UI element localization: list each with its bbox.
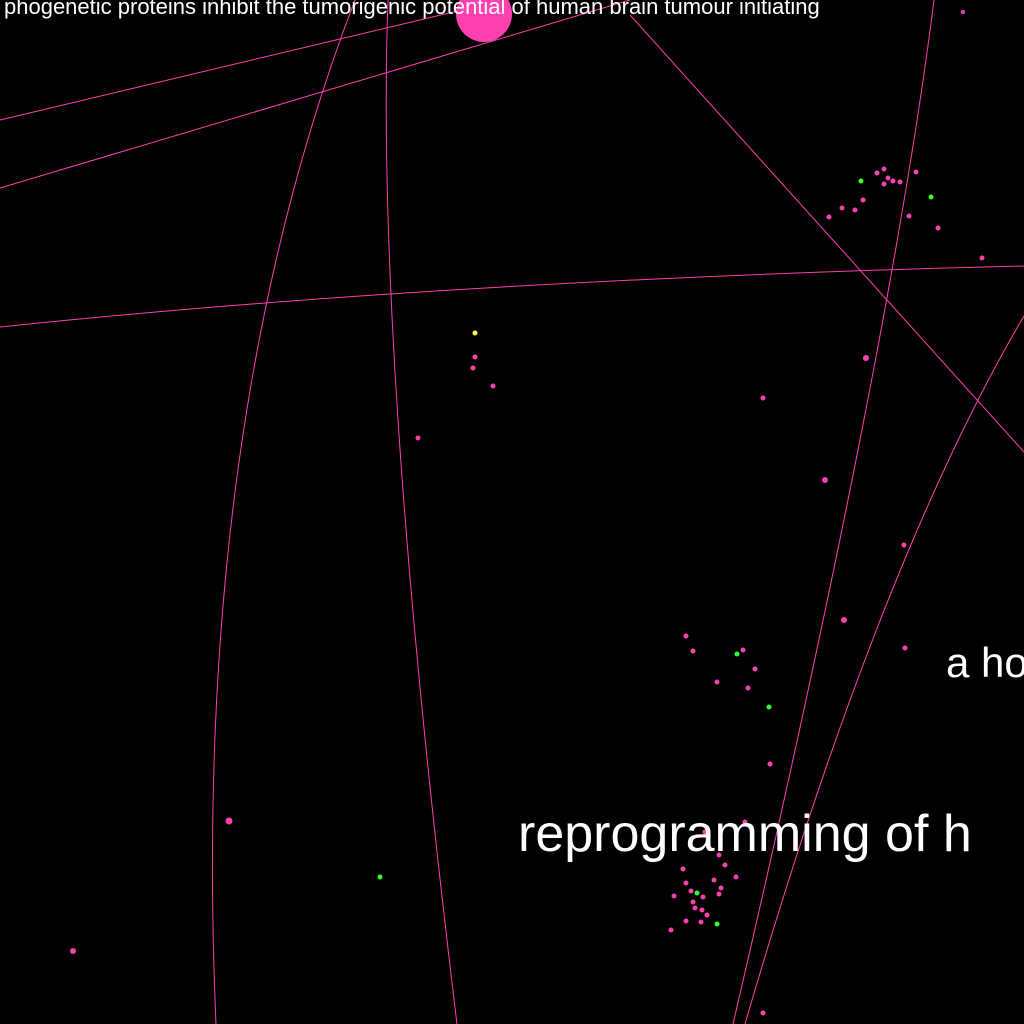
node-point-20[interactable]: [470, 365, 476, 371]
node-point-54[interactable]: [699, 907, 705, 913]
node-point-2[interactable]: [858, 178, 864, 184]
node-layer: [70, 0, 985, 1016]
node-point-26[interactable]: [901, 542, 907, 548]
node-point-9[interactable]: [913, 169, 919, 175]
node-point-44[interactable]: [711, 877, 717, 883]
edge-line-1: [0, 0, 631, 189]
node-point-1[interactable]: [961, 10, 965, 14]
node-point-60[interactable]: [225, 817, 233, 825]
node-label-top: phogenetic proteins inhibit the tumorige…: [4, 0, 820, 19]
node-point-31[interactable]: [734, 651, 740, 657]
node-point-40[interactable]: [716, 852, 722, 858]
node-point-25[interactable]: [822, 477, 828, 483]
node-label-large: reprogramming of h: [518, 805, 972, 863]
node-point-58[interactable]: [714, 921, 720, 927]
node-point-33[interactable]: [752, 666, 758, 672]
node-point-8[interactable]: [881, 181, 887, 187]
node-label-middle: a ho: [946, 639, 1024, 686]
node-point-35[interactable]: [745, 685, 751, 691]
edge-line-4: [212, 0, 356, 1024]
node-point-16[interactable]: [935, 225, 941, 231]
node-point-22[interactable]: [863, 355, 869, 361]
node-point-56[interactable]: [683, 918, 689, 924]
node-point-46[interactable]: [718, 885, 724, 891]
node-point-59[interactable]: [668, 927, 674, 933]
node-point-4[interactable]: [881, 166, 887, 172]
node-point-19[interactable]: [472, 354, 478, 360]
node-point-6[interactable]: [890, 178, 896, 184]
node-point-14[interactable]: [826, 214, 832, 220]
node-point-10[interactable]: [928, 194, 934, 200]
edge-line-3: [385, 0, 458, 1024]
node-point-38[interactable]: [742, 819, 748, 825]
node-point-29[interactable]: [690, 648, 696, 654]
node-point-62[interactable]: [70, 948, 76, 954]
node-point-34[interactable]: [714, 679, 720, 685]
edge-line-5: [629, 14, 1024, 453]
node-point-30[interactable]: [740, 647, 746, 653]
node-point-47[interactable]: [688, 888, 694, 894]
node-point-0[interactable]: [456, 0, 512, 42]
edge-line-0: [0, 7, 471, 121]
node-point-43[interactable]: [733, 874, 739, 880]
node-point-49[interactable]: [716, 891, 722, 897]
node-point-61[interactable]: [377, 874, 383, 880]
node-point-52[interactable]: [690, 899, 696, 905]
node-point-51[interactable]: [700, 894, 706, 900]
edge-line-6: [732, 0, 935, 1024]
node-point-28[interactable]: [683, 633, 689, 639]
edge-line-2: [0, 265, 1024, 328]
node-point-63[interactable]: [760, 1010, 766, 1016]
node-point-45[interactable]: [683, 880, 689, 886]
node-point-32[interactable]: [902, 645, 908, 651]
node-point-23[interactable]: [760, 395, 766, 401]
node-point-24[interactable]: [415, 435, 421, 441]
node-point-57[interactable]: [698, 919, 704, 925]
edge-line-7: [744, 315, 1024, 1024]
node-point-5[interactable]: [885, 175, 891, 181]
node-point-50[interactable]: [671, 893, 677, 899]
node-point-7[interactable]: [897, 179, 903, 185]
node-point-21[interactable]: [490, 383, 496, 389]
node-point-55[interactable]: [704, 912, 710, 918]
node-point-53[interactable]: [692, 905, 698, 911]
node-point-41[interactable]: [722, 862, 728, 868]
node-point-37[interactable]: [767, 761, 773, 767]
node-point-42[interactable]: [680, 866, 686, 872]
node-point-17[interactable]: [979, 255, 985, 261]
node-point-12[interactable]: [839, 205, 845, 211]
node-point-3[interactable]: [874, 170, 880, 176]
node-point-18[interactable]: [472, 330, 478, 336]
node-point-36[interactable]: [766, 704, 772, 710]
node-point-11[interactable]: [860, 197, 866, 203]
node-point-13[interactable]: [852, 207, 858, 213]
node-point-48[interactable]: [694, 890, 700, 896]
node-point-15[interactable]: [906, 213, 912, 219]
node-point-39[interactable]: [702, 829, 708, 835]
node-point-27[interactable]: [841, 617, 847, 623]
